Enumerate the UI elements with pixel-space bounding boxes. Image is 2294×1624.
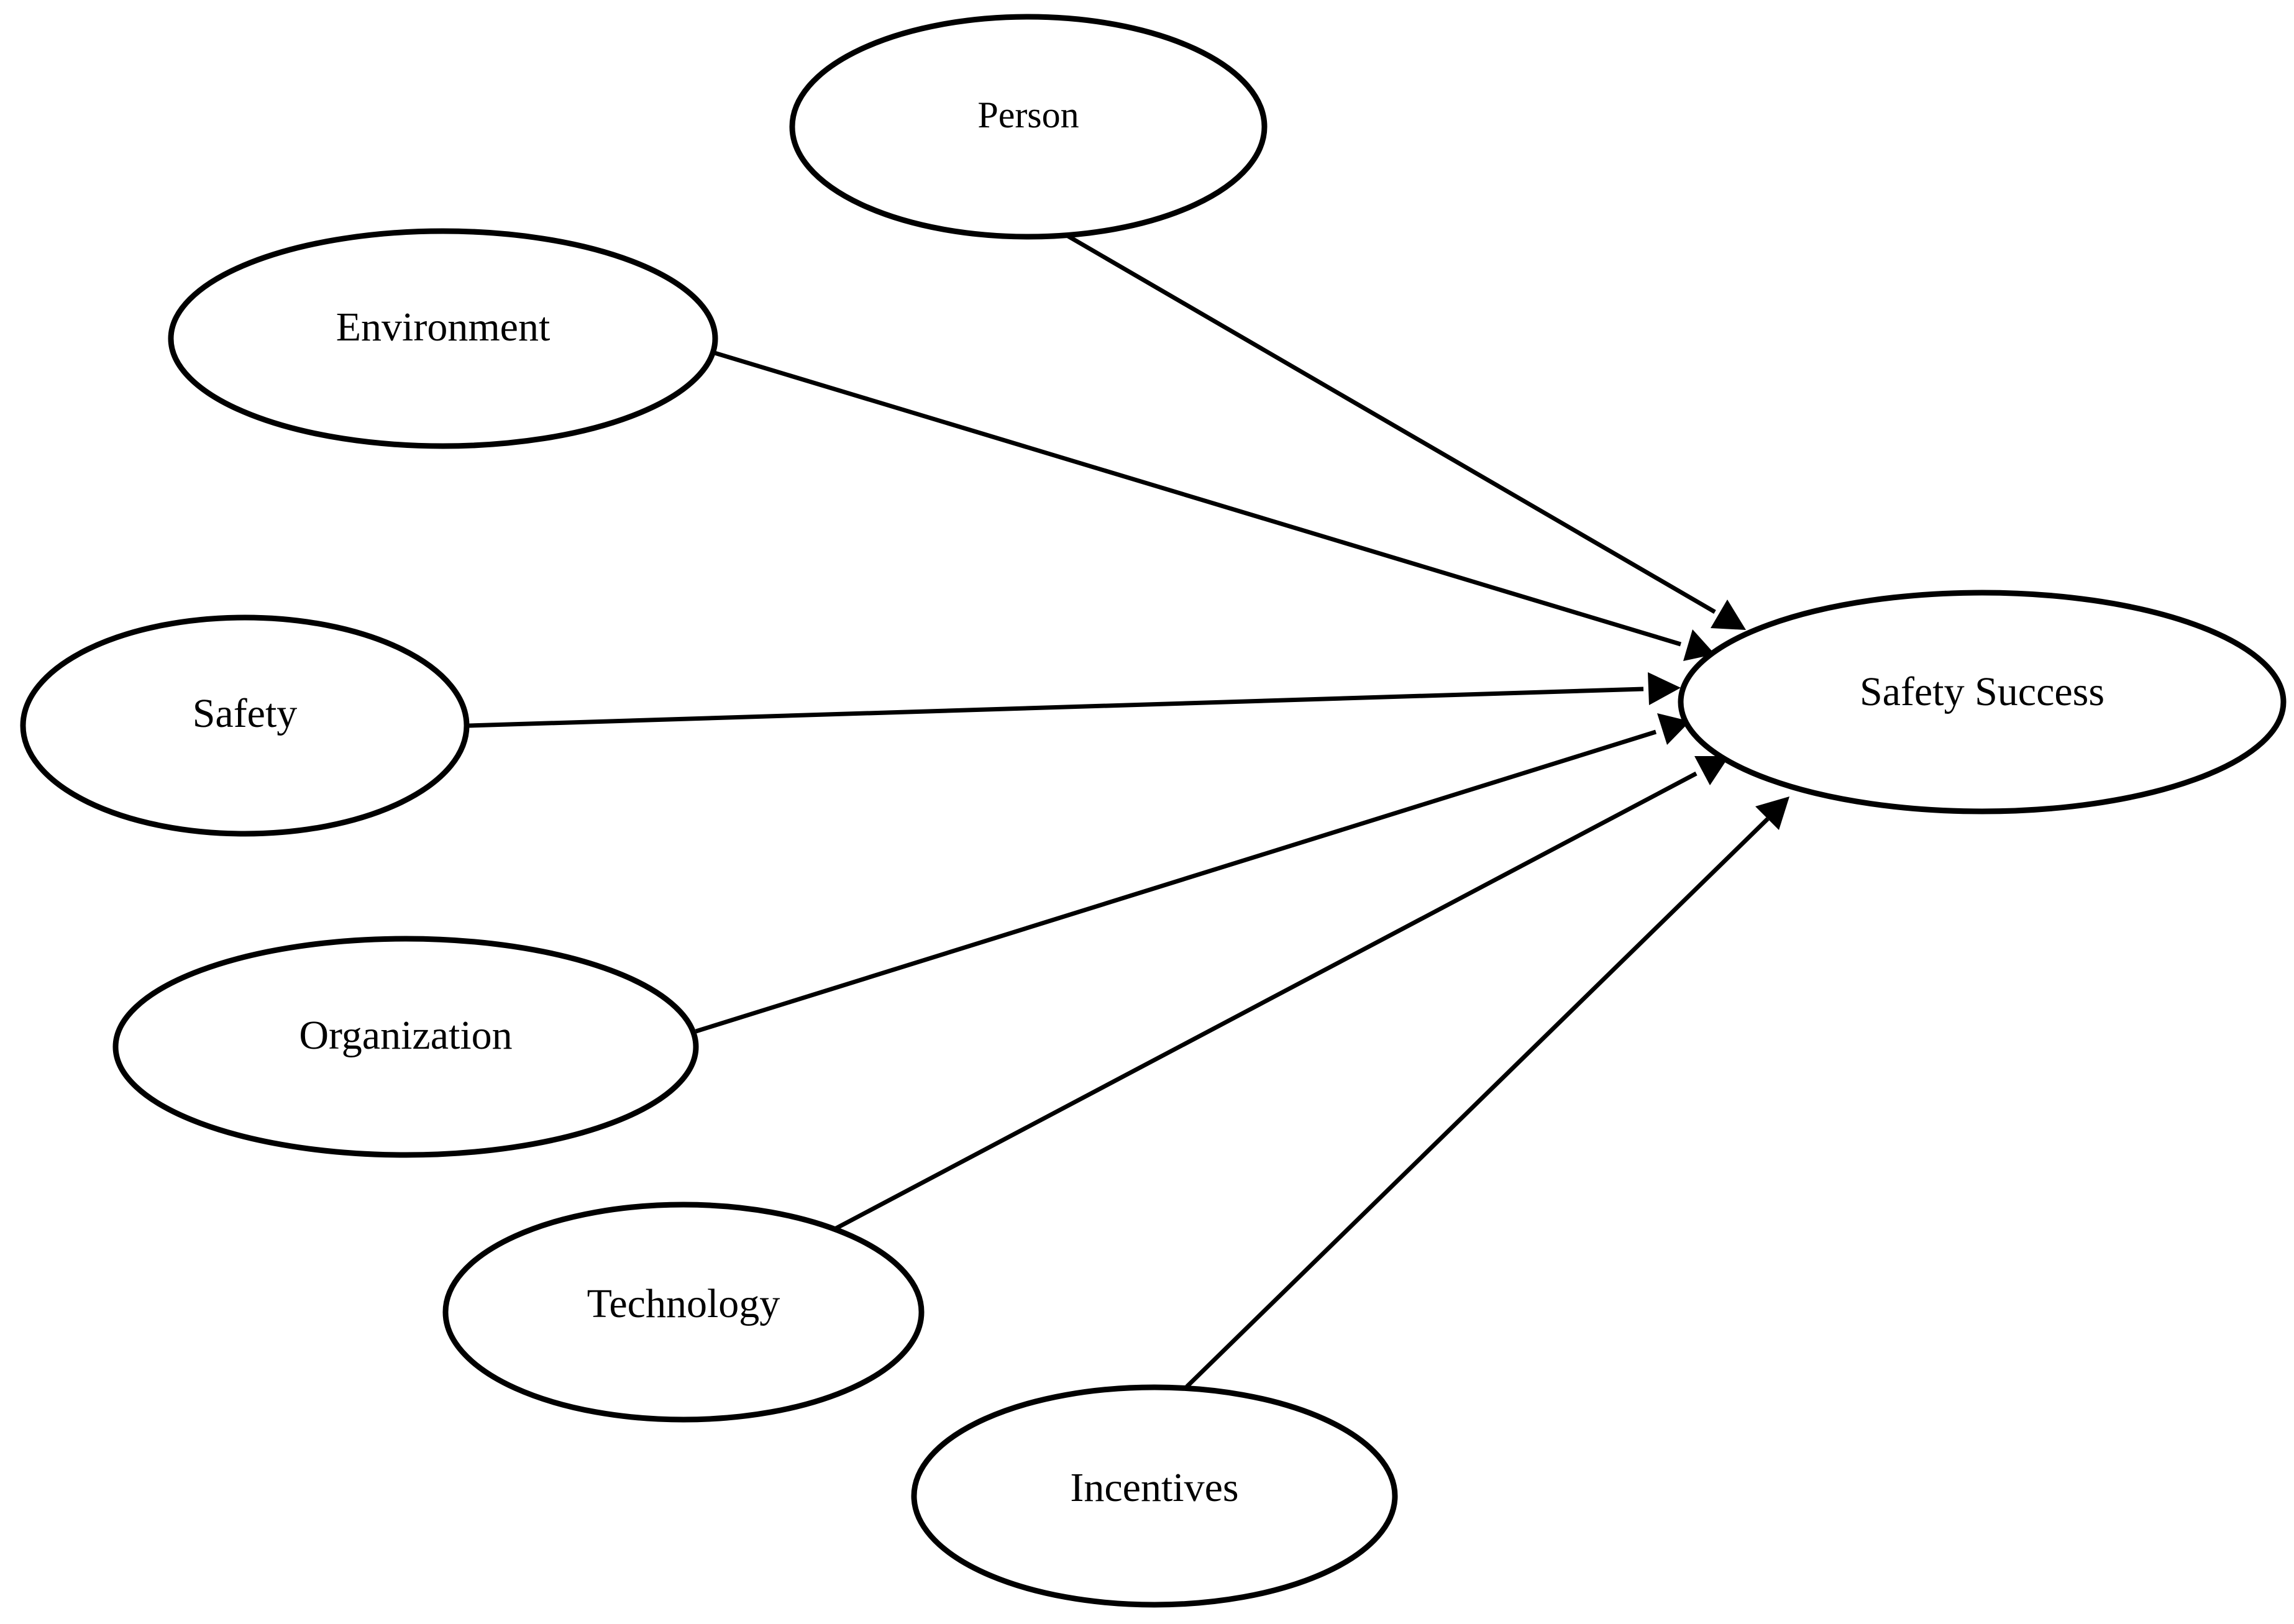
node-label-technology: Technology (587, 1281, 780, 1326)
edge-technology-to-safety-success (831, 756, 1729, 1233)
node-incentives[interactable]: Incentives (911, 1384, 1398, 1608)
node-safety-success[interactable]: Safety Success (1678, 590, 2287, 814)
edge-environment-to-safety-success (707, 349, 1715, 661)
node-label-safety: Safety (193, 691, 298, 736)
node-label-person: Person (977, 94, 1079, 135)
node-safety[interactable]: Safety (20, 614, 470, 837)
edge-incentives-to-safety-success (1185, 796, 1789, 1389)
edge-person-to-safety-success (1058, 229, 1746, 630)
node-label-environment: Environment (336, 304, 551, 350)
edge-safety-to-safety-success (468, 672, 1681, 728)
node-organization[interactable]: Organization (112, 936, 699, 1158)
node-technology[interactable]: Technology (442, 1202, 925, 1423)
node-label-safety-success: Safety Success (1860, 669, 2104, 714)
node-label-organization: Organization (299, 1013, 512, 1058)
node-person[interactable]: Person (789, 14, 1268, 240)
node-label-incentives: Incentives (1070, 1465, 1238, 1510)
node-environment[interactable]: Environment (168, 228, 718, 449)
edges (468, 229, 1789, 1389)
edge-organization-to-safety-success (695, 713, 1690, 1034)
